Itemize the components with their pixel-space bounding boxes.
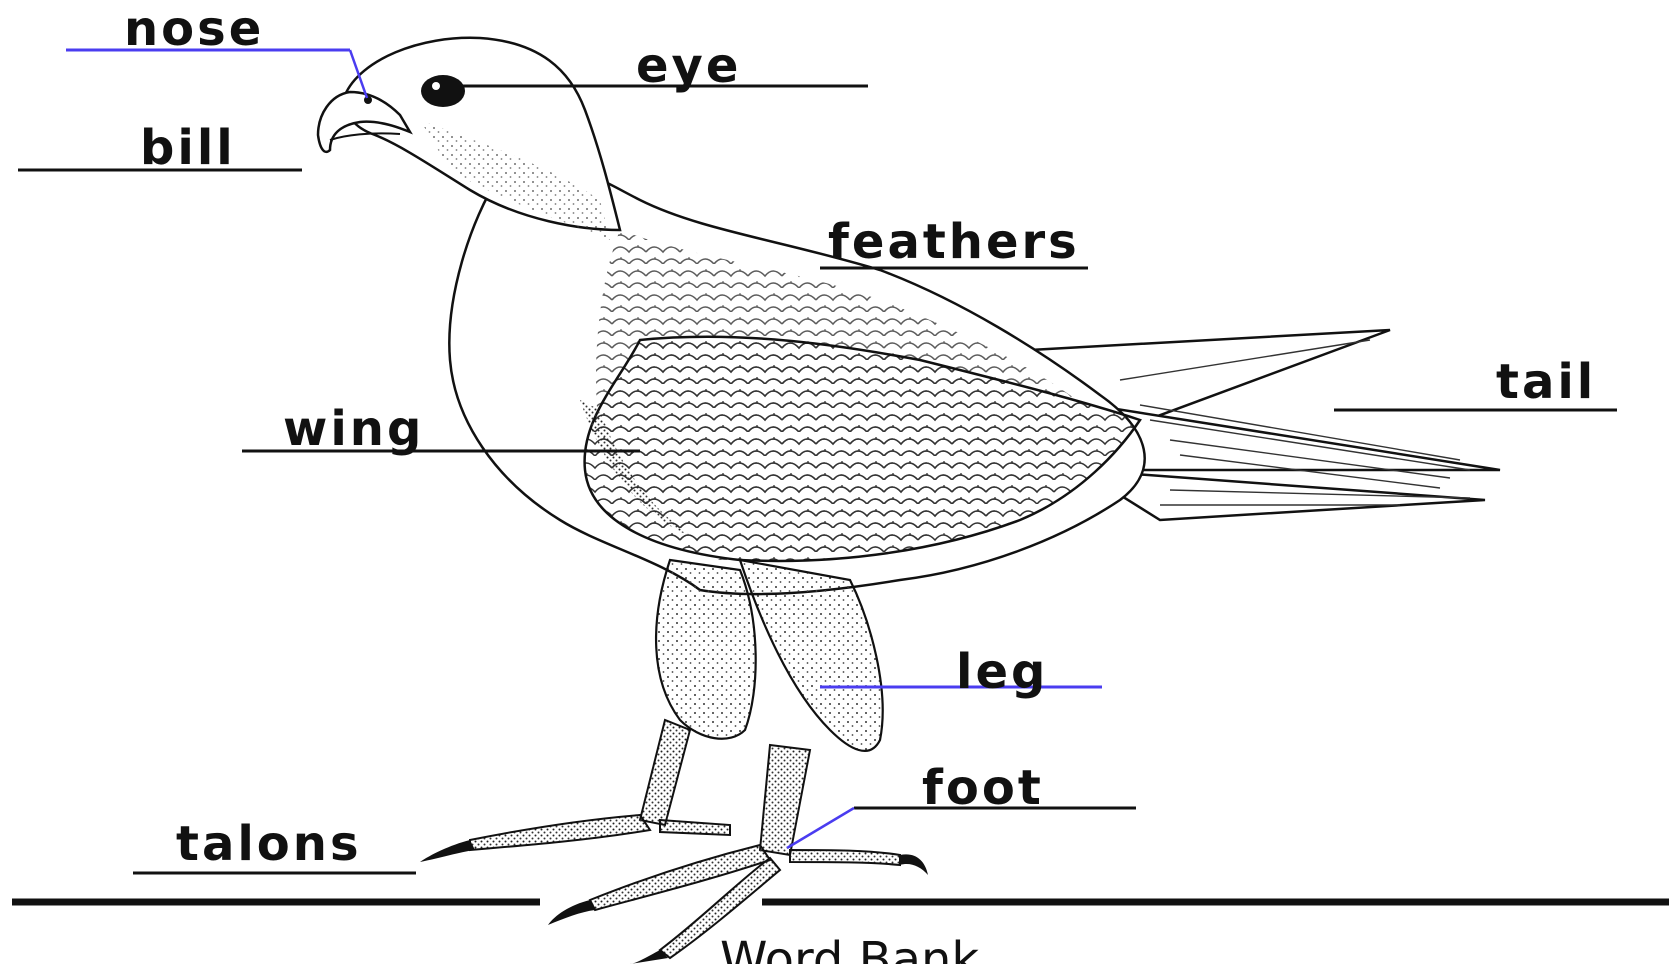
- label-wing: wing: [283, 405, 424, 453]
- label-feathers: feathers: [828, 218, 1080, 266]
- label-leg: leg: [956, 648, 1048, 696]
- label-foot: foot: [922, 764, 1044, 812]
- label-bill: bill: [140, 124, 236, 172]
- label-nose: nose: [124, 5, 264, 53]
- label-tail: tail: [1496, 358, 1596, 406]
- label-eye: eye: [636, 42, 741, 90]
- label-talons: talons: [176, 820, 362, 868]
- word-bank-heading: Word Bank: [720, 936, 979, 964]
- eye-shape: [421, 75, 465, 107]
